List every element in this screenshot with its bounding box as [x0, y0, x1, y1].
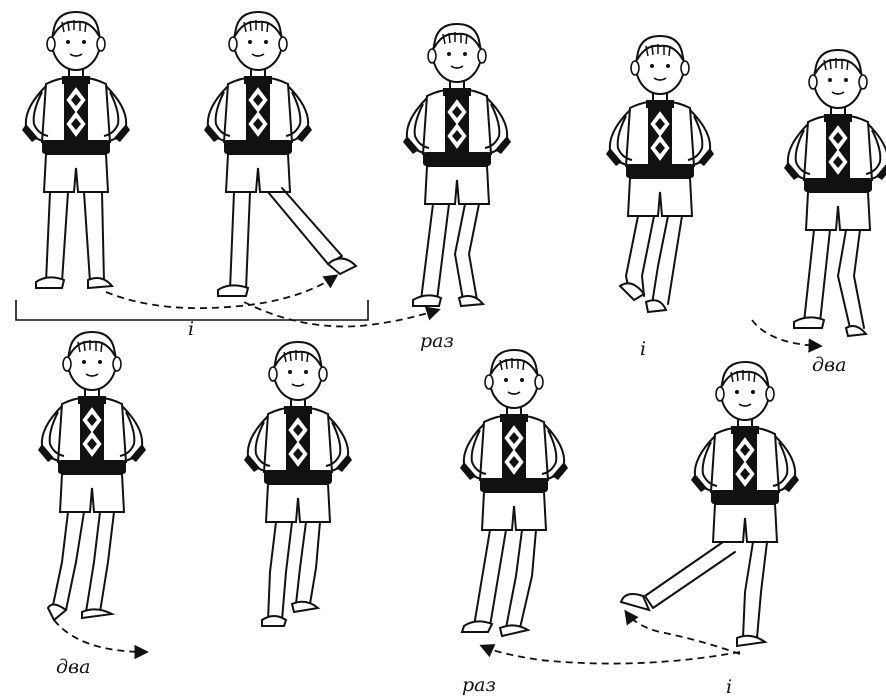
dancer-6: [38, 332, 146, 620]
dancer-3: [403, 24, 511, 306]
dancer-1: [22, 12, 130, 288]
path-arrow-4: [54, 620, 146, 652]
count-label-two-1: два: [812, 354, 846, 376]
dancer-7: [244, 342, 352, 626]
dancer-9: [621, 362, 799, 646]
count-label-two-2: два: [56, 656, 90, 678]
count-label-one-2: раз: [462, 674, 496, 696]
dancer-4: [606, 36, 714, 312]
count-label-and-3: і: [726, 676, 732, 698]
count-label-and-1: і: [188, 318, 194, 340]
dancer-5: [784, 50, 886, 336]
count-label-one-1: раз: [420, 330, 454, 352]
bracket-line: [16, 300, 368, 320]
path-arrow-5: [482, 646, 740, 664]
path-arrow-6: [626, 612, 740, 654]
dancer-8: [460, 350, 568, 636]
count-label-and-2: і: [640, 338, 646, 360]
dancer-2: [204, 12, 356, 296]
path-arrow-2: [244, 302, 438, 327]
